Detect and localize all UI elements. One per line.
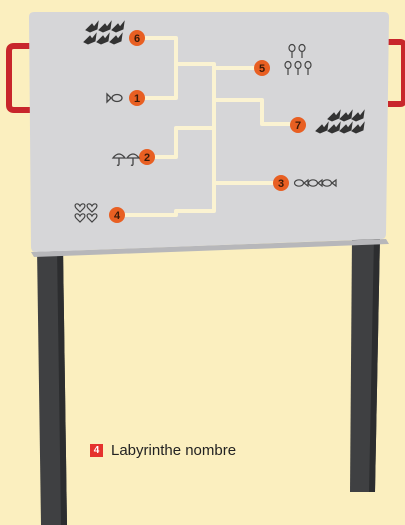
heart-icon (74, 213, 86, 223)
heart-icon (86, 203, 98, 213)
balloon-icon (284, 60, 292, 75)
balloon-icon (288, 43, 296, 58)
marker-6-label: 6 (134, 33, 140, 45)
left-handle (6, 43, 30, 113)
product-caption: 4 Labyrinthe nombre (90, 442, 236, 459)
bird-icon-group-6 (83, 20, 125, 45)
marker-1: 1 (129, 90, 145, 106)
heart-icon (74, 203, 86, 213)
balloon-icon (298, 43, 306, 58)
marker-7: 7 (290, 117, 306, 133)
product-title: Labyrinthe nombre (111, 442, 237, 459)
bird-icon (85, 20, 99, 33)
fish-icon-group-1 (106, 92, 123, 104)
balloon-icon (294, 60, 302, 75)
marker-6-circle (129, 30, 145, 46)
maze-board (29, 12, 389, 252)
marker-5-label: 5 (259, 63, 265, 75)
marker-5-circle (254, 60, 270, 76)
heart-icon (86, 213, 98, 223)
bird-icon (98, 20, 112, 33)
marker-2: 2 (139, 149, 155, 165)
marker-4: 4 (109, 207, 125, 223)
heart-icon-group-4 (74, 203, 98, 223)
bird-icon (109, 32, 123, 45)
balloon-icon-group-5 (284, 43, 312, 75)
bird-icon (327, 109, 341, 122)
right-post-edge (369, 236, 380, 492)
marker-2-circle (139, 149, 155, 165)
marker-1-label: 1 (134, 93, 140, 105)
umbrella-icon (125, 153, 141, 166)
right-handle (388, 39, 405, 107)
marker-3: 3 (273, 175, 289, 191)
marker-5: 5 (254, 60, 270, 76)
fish-icon-group-3 (293, 178, 337, 188)
umbrella-icon-group-2 (111, 153, 141, 166)
marker-1-circle (129, 90, 145, 106)
bird-icon (351, 121, 365, 134)
bird-icon (315, 121, 329, 134)
maze-paths (116, 36, 300, 217)
bird-icon (96, 32, 110, 45)
bird-icon (339, 121, 353, 134)
marker-3-label: 3 (278, 178, 284, 190)
left-post-edge (57, 248, 67, 525)
bird-icon (83, 32, 97, 45)
marker-6: 6 (129, 30, 145, 46)
marker-4-label: 4 (114, 210, 121, 222)
umbrella-icon (111, 153, 127, 166)
fish-icon (106, 92, 123, 104)
marker-4-circle (109, 207, 125, 223)
bird-icon (327, 121, 341, 134)
marker-3-circle (273, 175, 289, 191)
balloon-icon (304, 60, 312, 75)
bird-icon (351, 109, 365, 122)
fish-icon (321, 178, 337, 188)
bird-icon (339, 109, 353, 122)
maze-board-shadow (31, 239, 389, 257)
product-number-badge: 4 (90, 444, 103, 457)
bird-icon (111, 20, 125, 33)
marker-2-label: 2 (144, 152, 150, 164)
bird-icon-group-7 (315, 109, 365, 134)
marker-7-circle (290, 117, 306, 133)
marker-7-label: 7 (295, 120, 301, 132)
